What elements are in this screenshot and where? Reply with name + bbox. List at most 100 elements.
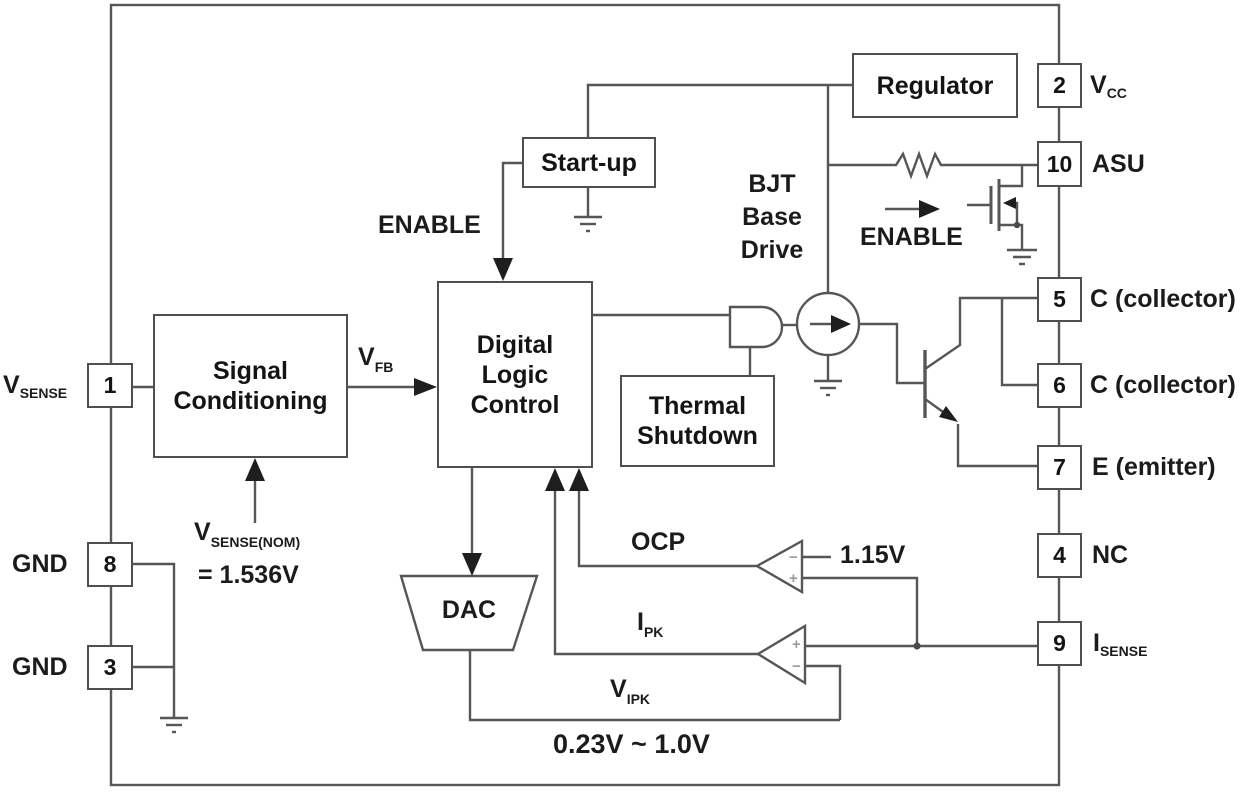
block-digital-logic-control: Digital Logic Control xyxy=(437,281,593,468)
vsense-nom-value-text: = 1.536V xyxy=(198,561,299,589)
ocp-label: OCP xyxy=(631,528,685,557)
enable-top-text: ENABLE xyxy=(378,211,481,239)
pin-number-2: 2 xyxy=(1053,72,1066,98)
block-startup: Start-up xyxy=(522,137,656,188)
bjt-line3: Drive xyxy=(740,236,804,264)
comparator-ipk-symbol xyxy=(755,623,842,720)
block-regulator-label: Regulator xyxy=(876,71,994,100)
comparator-ocp-symbol xyxy=(754,538,919,646)
arrowheads xyxy=(245,197,1016,576)
vsense-nom-value: = 1.536V xyxy=(198,561,299,590)
block-signal-conditioning: Signal Conditioning xyxy=(153,314,348,458)
gnd-pin-wires xyxy=(133,562,176,718)
arrowhead-dac-down xyxy=(462,553,482,576)
ocp-minus-glyph: − xyxy=(789,549,798,566)
vsense-sub: SENSE xyxy=(19,384,68,401)
arrowhead-bjt-emitter xyxy=(939,406,958,422)
arrowhead-mosfet-body xyxy=(1003,197,1016,209)
ts-line2: Shutdown xyxy=(637,422,758,450)
arrowhead-ipk-up xyxy=(545,468,565,491)
block-regulator: Regulator xyxy=(852,53,1018,118)
arrowhead-enable-down xyxy=(493,258,513,281)
ipk-minus-glyph: − xyxy=(792,658,801,675)
ocp-plus-glyph: + xyxy=(789,570,798,587)
pin-number-1: 1 xyxy=(103,372,117,398)
pin-number-9: 9 xyxy=(1053,630,1066,656)
collector6-text: C (collector) xyxy=(1090,371,1236,399)
vcc-sub: CC xyxy=(1106,84,1127,101)
dac-text: DAC xyxy=(441,596,497,624)
arrowhead-vfb-right xyxy=(414,378,437,396)
ipk-sub: PK xyxy=(643,624,664,640)
isense-sub: SENSE xyxy=(1099,642,1148,659)
power-rail-wires xyxy=(586,83,852,293)
vsense-nom-main: V xyxy=(194,518,211,546)
vsense-nom-label: VSENSE(NOM) xyxy=(194,518,300,550)
pin-box-2: 2 xyxy=(1037,63,1082,108)
and-gate-symbol xyxy=(728,305,784,349)
pin-number-10: 10 xyxy=(1046,150,1073,177)
ground-symbol-mosfet xyxy=(1007,248,1037,266)
block-thermal-shutdown: Thermal Shutdown xyxy=(620,375,775,467)
collector5-text: C (collector) xyxy=(1090,285,1236,313)
vsense-main: V xyxy=(3,371,20,399)
pin-box-4: 4 xyxy=(1037,533,1082,578)
block-startup-label: Start-up xyxy=(541,148,637,177)
ocp-out-wire xyxy=(577,478,757,568)
pin-box-5: 5 xyxy=(1037,277,1082,322)
bjt-symbol xyxy=(923,296,1037,468)
dlc-line2: Logic xyxy=(481,360,549,389)
pin-box-7: 7 xyxy=(1037,445,1082,490)
emitter-text: E (emitter) xyxy=(1092,453,1216,481)
ocp-minus-sign: − xyxy=(789,550,798,565)
vipk-sub: IPK xyxy=(626,691,651,707)
pin-number-7: 7 xyxy=(1053,454,1066,480)
sc-line2: Conditioning xyxy=(173,387,328,415)
pin-number-4: 4 xyxy=(1053,542,1066,568)
block-thermal-shutdown-label: Thermal Shutdown xyxy=(637,391,758,451)
gnd8-text: GND xyxy=(12,550,68,578)
pin-label-emitter: E (emitter) xyxy=(1092,445,1216,490)
vfb-sub: FB xyxy=(374,359,394,375)
vfb-main: V xyxy=(358,343,375,371)
ground-symbol-startup xyxy=(574,188,602,233)
block-dac-label: DAC xyxy=(433,596,505,625)
pin-box-1: 1 xyxy=(87,363,133,408)
pin-label-nc: NC xyxy=(1092,533,1128,578)
ground-symbol-gnd-pins xyxy=(160,716,188,734)
junction-dots xyxy=(913,221,1021,650)
dlc-line3: Control xyxy=(470,390,560,419)
base-drive-wire xyxy=(859,322,924,385)
vipk-main: V xyxy=(610,675,627,703)
block-signal-conditioning-label: Signal Conditioning xyxy=(173,356,327,416)
bjt-line2: Base xyxy=(742,203,802,231)
pin-label-asu: ASU xyxy=(1092,141,1145,187)
asu-text: ASU xyxy=(1092,149,1145,178)
current-source-symbol xyxy=(795,291,861,381)
pin-number-6: 6 xyxy=(1053,372,1066,398)
arrowhead-ocp-up xyxy=(569,468,589,491)
enable-wire xyxy=(501,161,522,262)
ipk-plus-glyph: + xyxy=(792,636,801,653)
pin-box-10: 10 xyxy=(1037,141,1082,187)
vipk-label: VIPK xyxy=(610,675,651,707)
ocp-text: OCP xyxy=(631,528,686,556)
ipk-main: I xyxy=(637,608,644,636)
enable-label-top: ENABLE xyxy=(378,211,481,240)
ref-voltage-text: 1.15V xyxy=(840,541,906,569)
sc-line1: Signal xyxy=(212,357,288,385)
arrowhead-enable-mosfet xyxy=(919,200,940,218)
pin-label-collector-6: C (collector) xyxy=(1090,363,1236,408)
ocp-plus-sign: + xyxy=(789,571,798,586)
ground-symbol-current-source xyxy=(814,379,842,397)
pin-label-gnd-3: GND xyxy=(12,645,68,690)
pin-box-6: 6 xyxy=(1037,363,1082,408)
isense-main: I xyxy=(1093,629,1100,657)
pin-box-3: 3 xyxy=(87,645,133,690)
ipk-plus-sign: + xyxy=(792,637,801,652)
